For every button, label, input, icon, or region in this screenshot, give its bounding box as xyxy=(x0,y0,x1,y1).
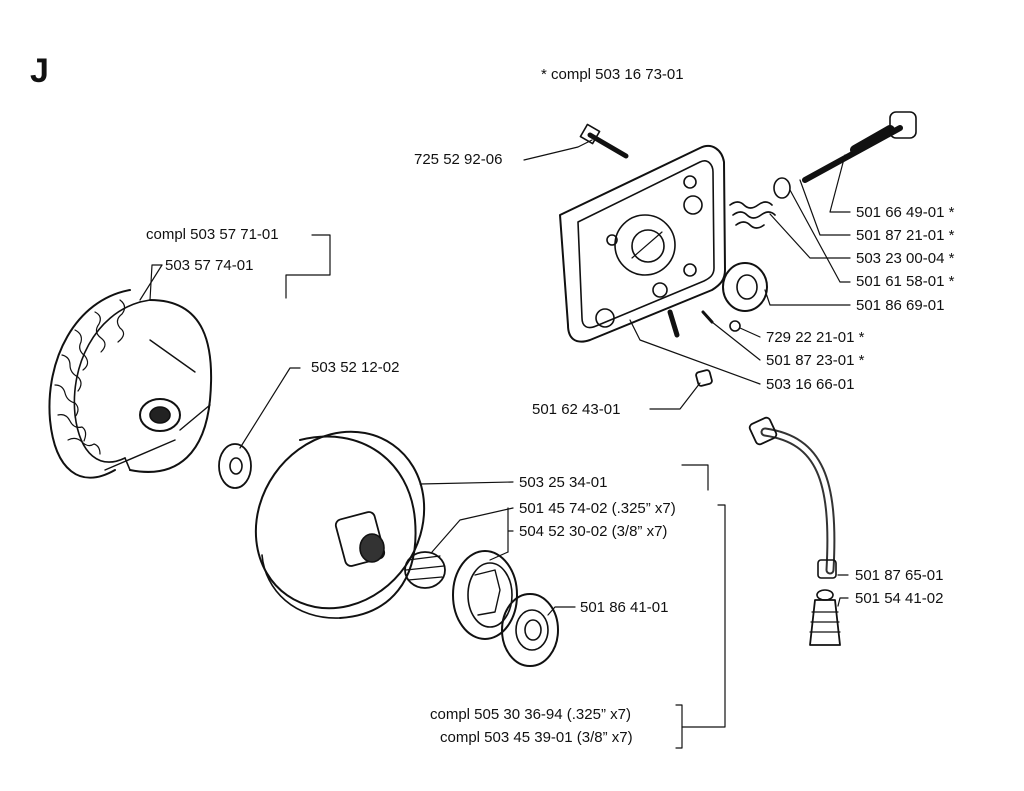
part-label-pump-nut: 501 61 58-01 * xyxy=(856,273,955,290)
part-label-screw-b: 501 87 23-01 * xyxy=(766,352,865,369)
rim-washer-drawing xyxy=(501,593,559,667)
oil-filter-drawing xyxy=(809,589,841,646)
part-label-drum: 503 25 34-01 xyxy=(519,474,608,491)
part-label-clutch-compl: compl 503 57 71-01 xyxy=(146,226,279,243)
part-label-rim-washer: 501 86 41-01 xyxy=(580,599,669,616)
clutch-assembly-drawing xyxy=(48,289,213,479)
worm-gear-drawing xyxy=(722,262,768,312)
part-label-clutch-spring: 503 57 74-01 xyxy=(165,257,254,274)
oil-pump-drawing xyxy=(559,144,726,343)
bolt-drawing xyxy=(579,123,629,159)
needle-bearing-drawing xyxy=(404,551,446,589)
section-letter: J xyxy=(30,52,49,90)
sprocket-drawing xyxy=(452,550,518,640)
part-label-pump-ring: 501 87 21-01 * xyxy=(856,227,955,244)
part-label-sprocket-325: 501 45 74-02 (.325” x7) xyxy=(519,500,676,517)
part-label-washer: 503 52 12-02 xyxy=(311,359,400,376)
part-label-pump-shaft: 501 66 49-01 * xyxy=(856,204,955,221)
pump-nut-drawing xyxy=(773,177,791,199)
part-label-drum-compl-38: compl 503 45 39-01 (3/8” x7) xyxy=(440,729,633,746)
part-label-oil-filter: 501 54 41-02 xyxy=(855,590,944,607)
part-label-drum-compl-325: compl 505 30 36-94 (.325” x7) xyxy=(430,706,631,723)
part-label-pump-body: 503 16 66-01 xyxy=(766,376,855,393)
washer-drawing xyxy=(218,443,252,489)
small-screws-drawing xyxy=(667,309,741,387)
header-note: * compl 503 16 73-01 xyxy=(541,66,684,83)
part-label-screw-a: 729 22 21-01 * xyxy=(766,329,865,346)
part-label-oil-hose: 501 87 65-01 xyxy=(855,567,944,584)
part-label-worm-gear: 501 86 69-01 xyxy=(856,297,945,314)
part-label-nut: 501 62 43-01 xyxy=(532,401,621,418)
part-label-pump-spring: 503 23 00-04 * xyxy=(856,250,955,267)
part-label-sprocket-38: 504 52 30-02 (3/8” x7) xyxy=(519,523,668,540)
oil-hose-drawing xyxy=(748,416,837,579)
leader-lines xyxy=(139,139,851,749)
part-label-bolt: 725 52 92-06 xyxy=(414,151,503,168)
pump-shaft-drawing xyxy=(802,111,917,183)
pump-spring-drawing xyxy=(729,201,776,229)
clutch-drum-drawing xyxy=(254,430,426,619)
